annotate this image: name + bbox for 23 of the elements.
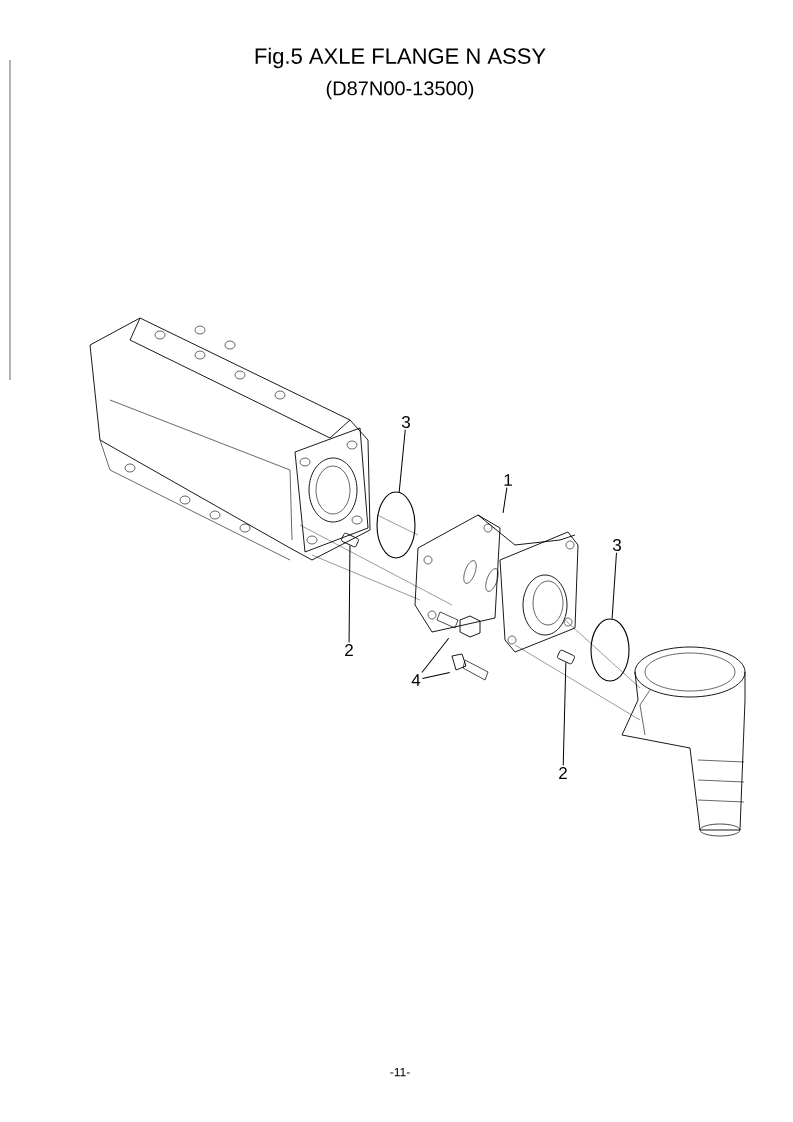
callout-number: 2 [345, 644, 353, 656]
leader-line [611, 552, 617, 620]
flange-drawing [414, 514, 579, 653]
page-number: -11- [390, 1067, 410, 1077]
leader-line [398, 429, 406, 493]
callout-number: 2 [559, 767, 567, 779]
part-number: (D87N00-13500) [326, 80, 474, 100]
housing-drawing [89, 317, 371, 561]
o-ring [590, 618, 630, 682]
leader-line [562, 661, 567, 766]
callout-number: 3 [612, 539, 621, 552]
leader-line [421, 672, 451, 680]
knuckle-drawing [621, 646, 746, 837]
callout-number: 4 [411, 674, 421, 686]
leader-line [421, 637, 450, 673]
pin [557, 649, 575, 665]
callout-number: 3 [401, 416, 410, 429]
title: Fig.5 AXLE FLANGE N ASSY [255, 47, 546, 69]
leader-line [348, 544, 351, 643]
callout-number: 1 [504, 474, 512, 486]
leader-line [502, 487, 508, 514]
o-ring [376, 491, 416, 559]
bolt-drawing [451, 653, 489, 681]
